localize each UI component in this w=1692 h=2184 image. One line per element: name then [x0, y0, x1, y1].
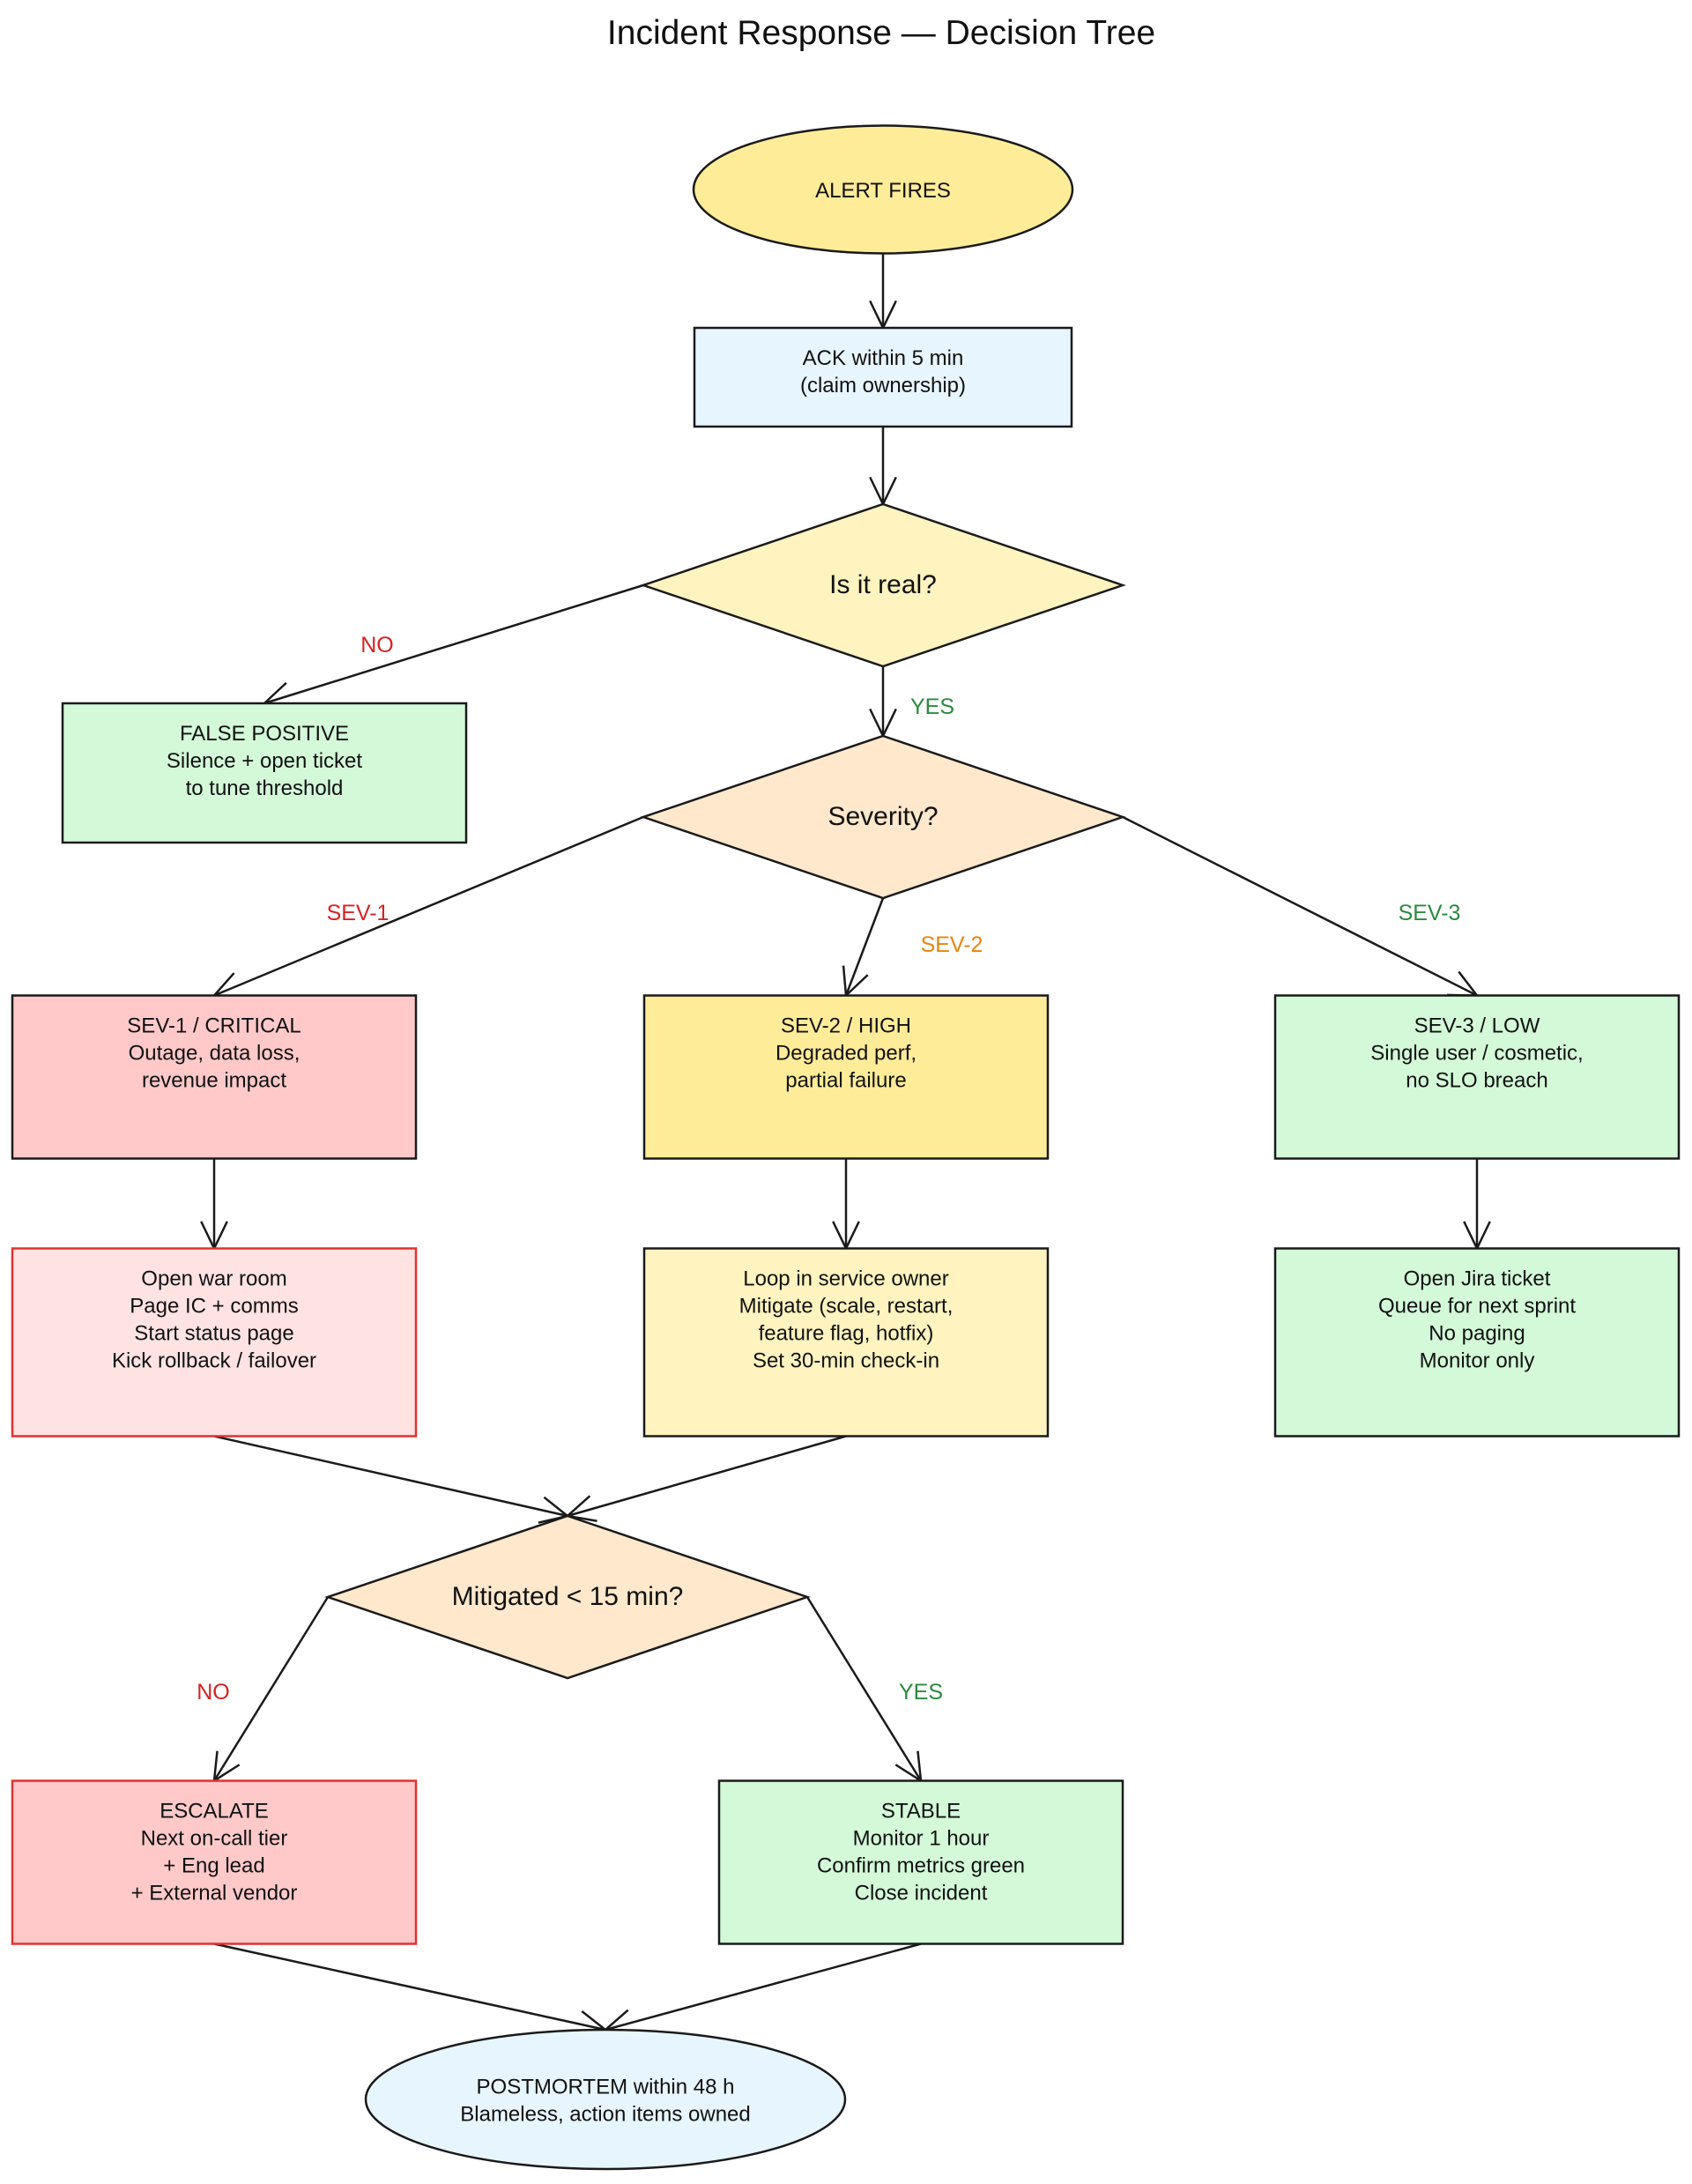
edge-label-severity-to-sev2: SEV-2 [921, 932, 983, 957]
node-text-sev1_actions-3: Kick rollback / failover [112, 1349, 316, 1373]
node-text-sev2_actions-2: feature flag, hotfix) [759, 1322, 934, 1346]
node-text-false_positive-1: Silence + open ticket [167, 749, 362, 773]
node-text-escalate-3: + External vendor [131, 1882, 298, 1905]
edge-label-severity-to-sev1: SEV-1 [327, 901, 390, 925]
node-sev2: SEV-2 / HIGH Degraded perf, partial failur… [642, 994, 1050, 1160]
edge-label-real-to-severity: YES [910, 695, 954, 719]
node-text-ack-0: ACK within 5 min [803, 346, 964, 370]
node-text-stable-0: STABLE [881, 1800, 961, 1824]
node-text-severity-0: Severity? [827, 802, 938, 831]
node-ack: ACK within 5 min (claim ownership) [693, 326, 1073, 428]
node-text-real-0: Is it real? [829, 570, 937, 599]
edge-severity-to-sev1 [213, 815, 644, 997]
node-text-postmortem-1: Blameless, action items owned [460, 2103, 750, 2127]
node-text-sev1-2: revenue impact [142, 1069, 286, 1093]
edge-severity-to-sev3 [1122, 815, 1478, 997]
edge-label-mitigated-to-escalate: NO [197, 1680, 230, 1705]
node-shape-real [640, 502, 1126, 668]
node-shape-stable [717, 1779, 1124, 1945]
node-text-sev2_actions-0: Loop in service owner [743, 1267, 948, 1291]
node-real: Is it real? [640, 502, 1126, 668]
node-text-sev3-0: SEV-3 / LOW [1414, 1014, 1540, 1038]
node-shape-sev3 [1273, 994, 1681, 1160]
node-postmortem: POSTMORTEM within 48 h Blameless, action … [364, 2028, 847, 2171]
node-shape-false_positive [61, 702, 468, 844]
node-text-mitigated-0: Mitigated < 15 min? [452, 1582, 684, 1611]
node-sev1: SEV-1 / CRITICAL Outage, data loss, revenu… [11, 994, 418, 1160]
node-mitigated: Mitigated < 15 min? [324, 1514, 811, 1680]
node-text-escalate-2: + Eng lead [163, 1854, 264, 1878]
node-text-sev2-1: Degraded perf, [776, 1042, 916, 1066]
node-shape-ack [693, 326, 1073, 428]
node-text-sev1-0: SEV-1 / CRITICAL [127, 1014, 301, 1038]
edge-sev1_actions-to-mitigated [213, 1435, 568, 1518]
node-shape-sev1_actions [11, 1247, 418, 1437]
node-text-sev1-1: Outage, data loss, [129, 1042, 301, 1066]
edge-mitigated-to-escalate [212, 1596, 330, 1782]
edge-label-real-to-false_positive: NO [360, 633, 394, 657]
node-text-sev3_actions-0: Open Jira ticket [1404, 1267, 1551, 1291]
node-shape-alert [692, 124, 1074, 255]
node-text-stable-3: Close incident [855, 1882, 988, 1905]
edge-stable-to-postmortem [605, 1943, 922, 2032]
node-text-sev3-1: Single user / cosmetic, [1370, 1042, 1583, 1066]
node-text-stable-1: Monitor 1 hour [853, 1827, 990, 1851]
diagram-title: Incident Response — Decision Tree [607, 14, 1155, 52]
node-text-sev3_actions-2: No paging [1429, 1322, 1525, 1346]
node-shape-sev2_actions [642, 1247, 1050, 1437]
edge-severity-to-sev2 [844, 897, 885, 996]
node-text-sev2_actions-1: Mitigate (scale, restart, [739, 1295, 954, 1319]
node-shape-sev2 [642, 994, 1050, 1160]
node-severity: Severity? [640, 734, 1126, 900]
node-alert: ALERT FIRES [692, 124, 1074, 255]
node-text-false_positive-0: FALSE POSITIVE [180, 722, 349, 746]
node-text-alert-0: ALERT FIRES [815, 179, 951, 203]
node-text-sev2_actions-3: Set 30-min check-in [753, 1349, 939, 1373]
edge-real-to-false_positive [263, 583, 644, 705]
node-text-sev3-2: no SLO breach [1406, 1069, 1547, 1093]
node-text-false_positive-2: to tune threshold [186, 776, 344, 800]
node-text-sev1_actions-0: Open war room [141, 1267, 286, 1291]
node-text-escalate-0: ESCALATE [160, 1800, 269, 1824]
node-sev3: SEV-3 / LOW Single user / cosmetic, no SLO… [1273, 994, 1681, 1160]
node-text-postmortem-0: POSTMORTEM within 48 h [477, 2076, 735, 2099]
edge-mitigated-to-stable [805, 1596, 923, 1782]
edge-label-mitigated-to-stable: YES [899, 1680, 943, 1705]
node-escalate: ESCALATE Next on-call tier + Eng lead + Ext… [11, 1779, 418, 1945]
node-text-sev1_actions-2: Start status page [134, 1322, 293, 1346]
node-text-stable-2: Confirm metrics green [817, 1854, 1025, 1878]
node-shape-mitigated [324, 1514, 811, 1680]
node-text-escalate-1: Next on-call tier [141, 1827, 288, 1851]
node-shape-sev1 [11, 994, 418, 1160]
node-text-sev2-0: SEV-2 / HIGH [781, 1014, 911, 1038]
node-text-sev3_actions-3: Monitor only [1420, 1349, 1535, 1373]
node-text-sev2-2: partial failure [785, 1069, 906, 1093]
node-text-sev1_actions-1: Page IC + comms [130, 1295, 298, 1319]
node-text-ack-1: (claim ownership) [800, 374, 966, 397]
edge-label-severity-to-sev3: SEV-3 [1399, 901, 1461, 925]
edge-sev2_actions-to-mitigated [567, 1435, 847, 1518]
node-shape-escalate [11, 1779, 418, 1945]
node-shape-sev3_actions [1273, 1247, 1681, 1437]
node-layer: ALERT FIRES ACK within 5 min (claim owners… [11, 124, 1681, 2171]
edge-escalate-to-postmortem [213, 1943, 606, 2032]
node-false_positive: FALSE POSITIVE Silence + open ticket to tu… [61, 702, 468, 844]
node-text-sev3_actions-1: Queue for next sprint [1378, 1295, 1576, 1319]
node-shape-severity [640, 734, 1126, 900]
node-shape-postmortem [364, 2028, 847, 2171]
